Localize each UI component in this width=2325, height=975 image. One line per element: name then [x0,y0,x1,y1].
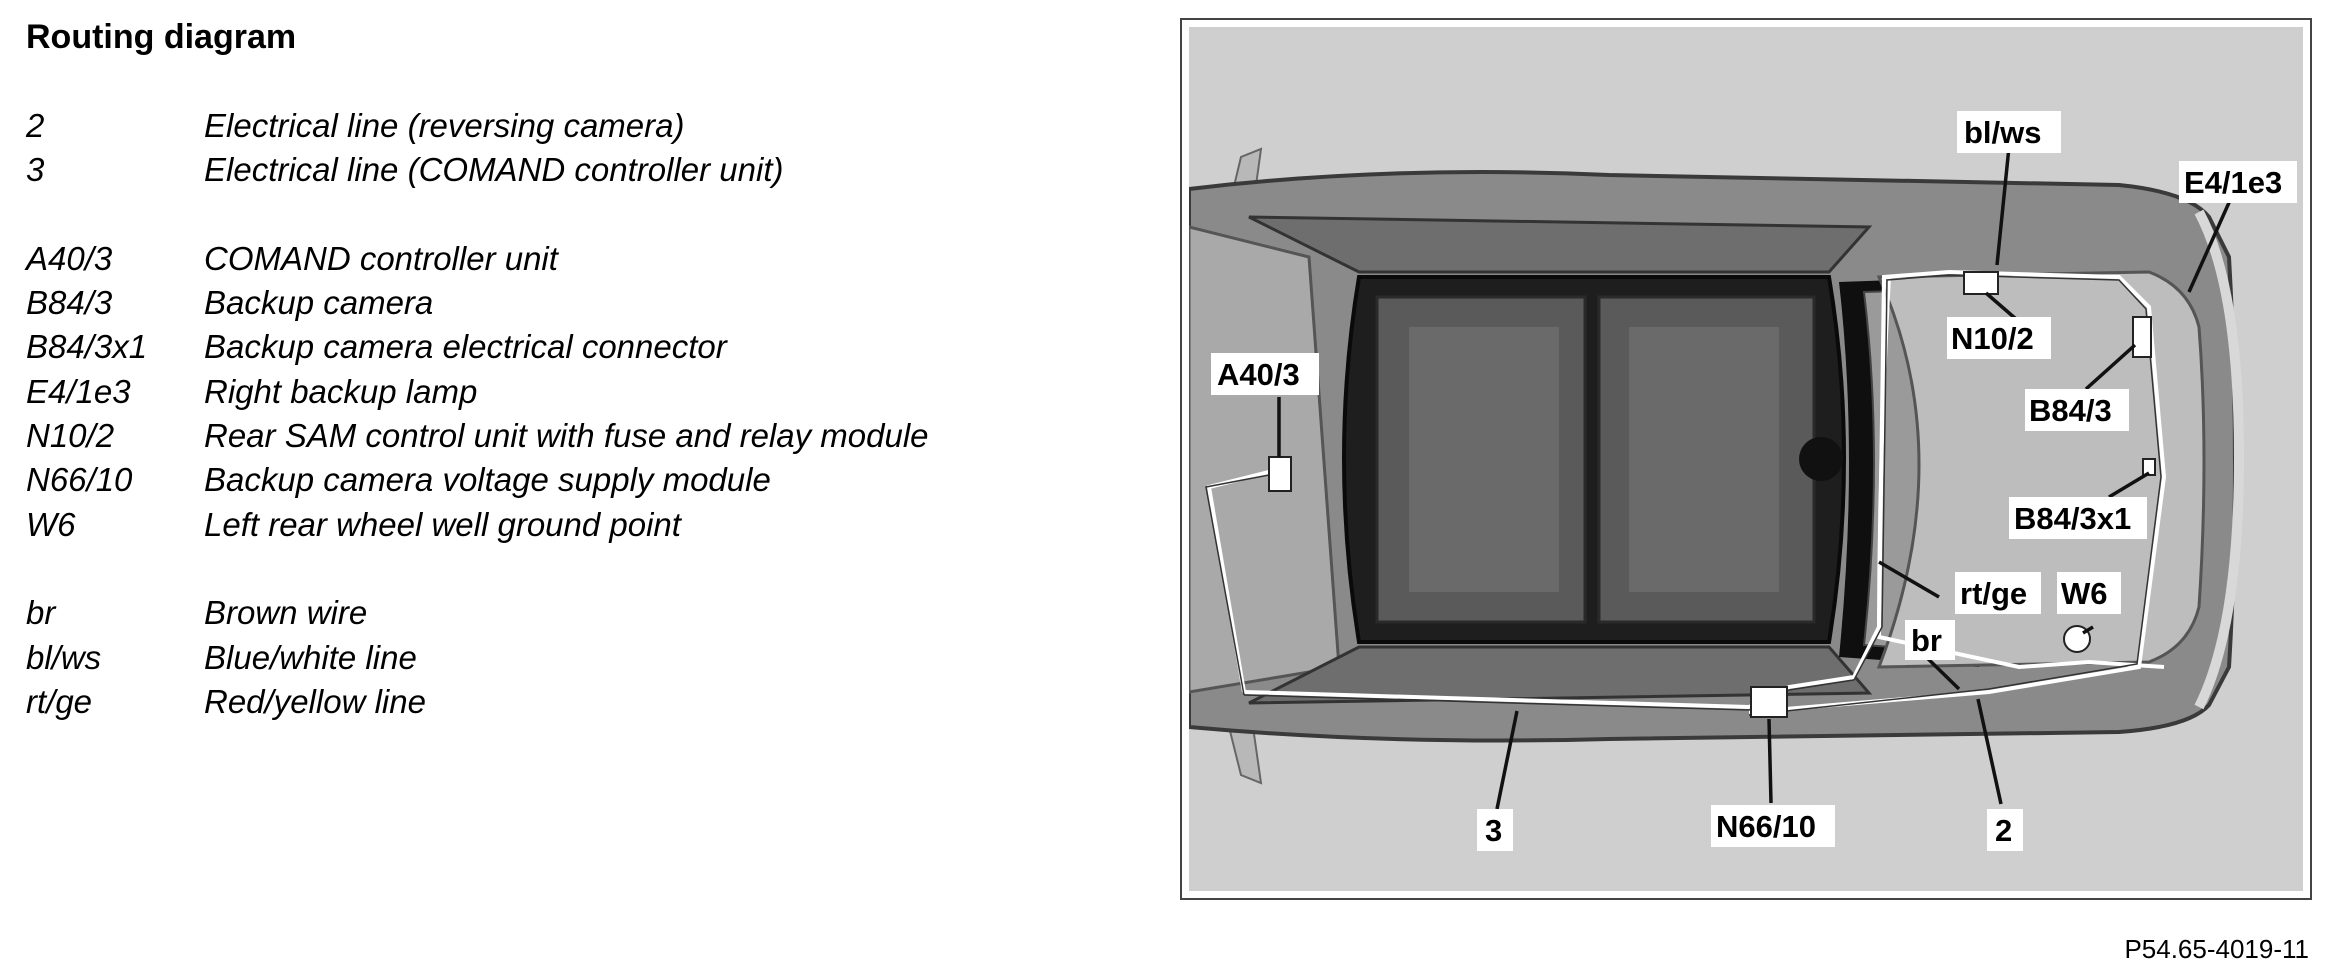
label-bg-e4-1e3 [2179,161,2297,203]
car-diagram: bl/ws E4/1e3 N10/2 A40/3 B84/3 B84/3x1 r… [1189,27,2303,891]
legend-code: B84/3 [26,284,113,322]
routing-figure: bl/ws E4/1e3 N10/2 A40/3 B84/3 B84/3x1 r… [1180,18,2312,900]
label-a40-3: A40/3 [1217,357,1300,392]
page-title: Routing diagram [26,18,297,56]
legend-desc: COMAND controller unit [204,239,558,277]
legend-item: 2 Electrical line (reversing camera) [26,104,929,148]
label-bg-2 [1987,809,2023,851]
n10-2-component [1963,271,1999,295]
legend-code: bl/ws [26,638,102,676]
legend-code: br [26,594,56,632]
legend-code: W6 [26,505,76,543]
label-bg-rt-ge [1955,572,2041,614]
n66-10-component [1750,686,1788,718]
legend-item: A40/3 COMAND controller unit [26,237,929,281]
label-e4-1e3: E4/1e3 [2184,165,2282,200]
label-b84-3: B84/3 [2029,393,2112,428]
rear-windows-bottom [1248,645,1873,705]
legend-item: bl/ws Blue/white line [26,636,929,680]
label-bg-bl-ws [1957,111,2061,153]
label-b84-3x1: B84/3x1 [2014,501,2131,536]
label-2: 2 [1995,813,2012,848]
legend-item: N66/10 Backup camera voltage supply modul… [26,458,929,502]
legend-desc: Brown wire [204,594,368,632]
label-rt-ge: rt/ge [1960,576,2027,611]
legend-desc: Backup camera electrical connector [204,328,727,366]
antenna-mount [1799,437,1843,481]
legend-desc: Rear SAM control unit with fuse and rela… [204,417,929,455]
legend-desc: Electrical line (COMAND controller unit) [204,151,784,189]
legend-item: B84/3 Backup camera [26,281,929,325]
legend-item: rt/ge Red/yellow line [26,680,929,724]
legend-code: 2 [26,107,45,144]
label-bl-ws: bl/ws [1964,115,2042,150]
leader-lines [1277,146,2238,810]
legend-item: br Brown wire [26,591,929,635]
legend-item: B84/3x1 Backup camera electrical connecto… [26,325,929,369]
legend-list: 2 Electrical line (reversing camera) 3 Ele… [26,104,929,724]
legend-code: 3 [26,151,45,189]
trunk-lid [1876,270,2206,669]
legend-desc: Backup camera [204,284,434,322]
rear-bumper [2194,209,2245,710]
sunroof-front-inner [1409,327,1559,592]
legend-desc: Electrical line (reversing camera) [204,107,685,144]
label-br: br [1911,623,1942,658]
legend-desc: Right backup lamp [204,372,478,410]
label-bg-w6 [2057,572,2121,614]
label-bg-a40-3 [1211,353,1319,395]
b84-3x1-component [2142,458,2156,476]
legend-item: 3 Electrical line (COMAND controller unit… [26,148,929,192]
label-bg-br [1905,620,1955,660]
legend-item: N10/2 Rear SAM control unit with fuse and… [26,414,929,458]
legend-code: B84/3x1 [26,328,148,366]
label-bg-3 [1477,809,1513,851]
legend-code: N66/10 [26,461,133,499]
label-bg-b84-3x1 [2009,497,2147,539]
label-bg-n10-2 [1947,317,2051,359]
legend-desc: Backup camera voltage supply module [204,461,771,499]
legend-spacer [26,193,929,237]
label-bg-n66-10 [1711,805,1835,847]
legend-code: A40/3 [26,239,113,277]
rear-windows-top [1248,215,1873,274]
label-n66-10: N66/10 [1716,809,1816,844]
sunroof-rear-inner [1629,327,1779,592]
legend-code: rt/ge [26,682,93,720]
legend-code: E4/1e3 [26,372,131,410]
b84-3-component [2132,316,2152,358]
label-bg-b84-3 [2025,389,2129,431]
legend-item: E4/1e3 Right backup lamp [26,370,929,414]
label-n10-2: N10/2 [1951,321,2034,356]
legend-desc: Blue/white line [204,638,417,676]
legend-code: N10/2 [26,417,115,455]
figure-id: P54.65-4019-11 [2124,934,2309,964]
legend-spacer [26,547,929,591]
wiring-harness-outline [1205,274,2162,716]
legend-desc: Red/yellow line [204,682,426,720]
label-3: 3 [1485,813,1502,848]
legend-item: W6 Left rear wheel well ground point [26,503,929,547]
a40-3-component [1268,456,1292,492]
legend-desc: Left rear wheel well ground point [204,505,681,543]
label-w6: W6 [2061,576,2108,611]
